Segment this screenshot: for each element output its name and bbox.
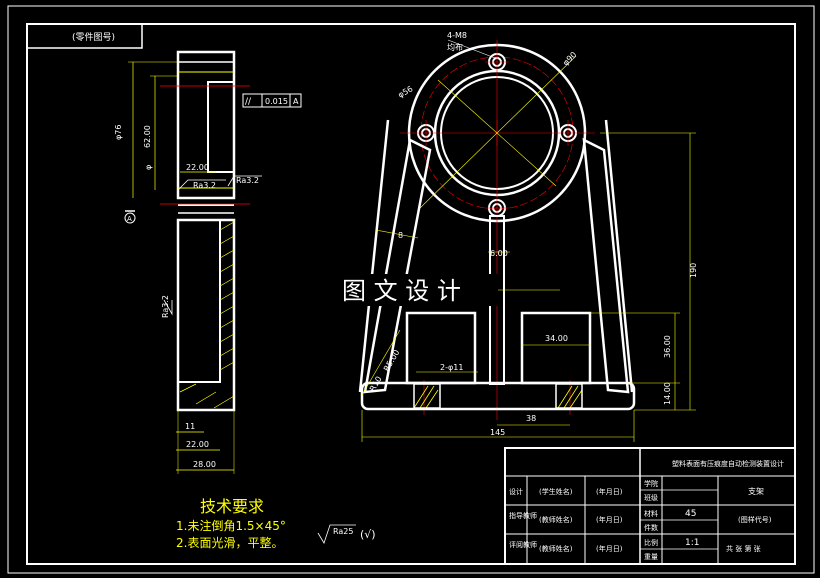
watermark-text: 图 文 设 计 <box>342 277 461 305</box>
dim-145: 145 <box>490 428 505 437</box>
roughness-b: Ra3.2 <box>236 176 259 185</box>
tb-project: 塑料表面有压痕度自动检测装置设计 <box>672 459 784 468</box>
datum-letter: A <box>127 215 132 223</box>
roughness-symbol <box>317 524 356 544</box>
dim-190: 190 <box>689 263 698 278</box>
tb-drawing-no: (图样代号) <box>738 515 772 524</box>
tb-date-3: (年月日) <box>596 544 623 553</box>
dim-phi56: φ56 <box>397 84 415 100</box>
tb-material-label: 材料 <box>644 509 658 518</box>
tb-material: 45 <box>685 509 696 519</box>
dim-11: 11 <box>185 422 195 431</box>
roughness-check: (√) <box>360 528 376 541</box>
outer-border <box>7 5 815 574</box>
roughness-general: Ra25 <box>333 527 353 536</box>
label-holes-note: 均布 <box>447 42 463 52</box>
label-holes: 4-M8 <box>447 31 467 40</box>
dim-2phi11: 2-φ11 <box>440 363 463 372</box>
dim-14: 14.00 <box>663 382 672 405</box>
tech-req-title: 技术要求 <box>200 497 264 516</box>
dim-phi76: φ76 <box>114 125 123 140</box>
dim-phi: φ <box>144 165 153 170</box>
dim-phi90: φ90 <box>561 50 578 67</box>
tolerance-value: 0.015 <box>265 97 288 106</box>
inner-border <box>26 23 796 565</box>
roughness-c: Ra3.2 <box>161 295 170 318</box>
dim-62: 62.00 <box>143 125 152 148</box>
tb-class: 班级 <box>644 493 658 502</box>
tb-guide: 指导教师 <box>509 511 537 520</box>
tb-teacher-name-2: (教师姓名) <box>539 544 573 553</box>
tech-req-line2: 2.表面光滑，平整。 <box>176 535 283 550</box>
tb-scale-label: 比例 <box>644 538 658 547</box>
dim-38: 38 <box>526 414 536 423</box>
tb-scale: 1:1 <box>685 538 699 548</box>
dim-8: 8 <box>398 231 403 240</box>
dim-22-top: 22.00 <box>186 163 209 172</box>
tb-date-2: (年月日) <box>596 515 623 524</box>
side-view <box>124 50 302 474</box>
front-view <box>358 39 696 442</box>
tb-review: 评阅教师 <box>509 540 537 549</box>
tb-part-name: 支架 <box>748 486 764 496</box>
watermark-bg <box>330 274 498 306</box>
tb-teacher-name: (教师姓名) <box>539 515 573 524</box>
tolerance-ref: A <box>293 97 299 106</box>
tolerance-symbol: // <box>245 97 252 107</box>
dim-36: 36.00 <box>663 335 672 358</box>
dim-6: 6.00 <box>490 249 508 258</box>
small-title-text: (零件图号) <box>72 31 115 43</box>
tb-date-1: (年月日) <box>596 487 623 496</box>
tb-weight-label: 重量 <box>644 553 658 561</box>
tech-req-line1: 1.未注倒角1.5×45° <box>176 518 286 533</box>
dim-22-bottom: 22.00 <box>186 440 209 449</box>
tb-design: 设计 <box>509 487 523 496</box>
small-title-box <box>26 23 143 49</box>
title-block <box>504 447 796 565</box>
dim-28: 28.00 <box>193 460 216 469</box>
tb-student-name: (学生姓名) <box>539 487 573 496</box>
tb-sheets: 共 张 第 张 <box>726 544 761 553</box>
dim-34: 34.00 <box>545 334 568 343</box>
tb-school: 学院 <box>644 479 658 488</box>
roughness-a: Ra3.2 <box>193 181 216 190</box>
tb-quantity-label: 件数 <box>644 523 658 532</box>
dim-r5: R5.00 <box>382 348 401 373</box>
